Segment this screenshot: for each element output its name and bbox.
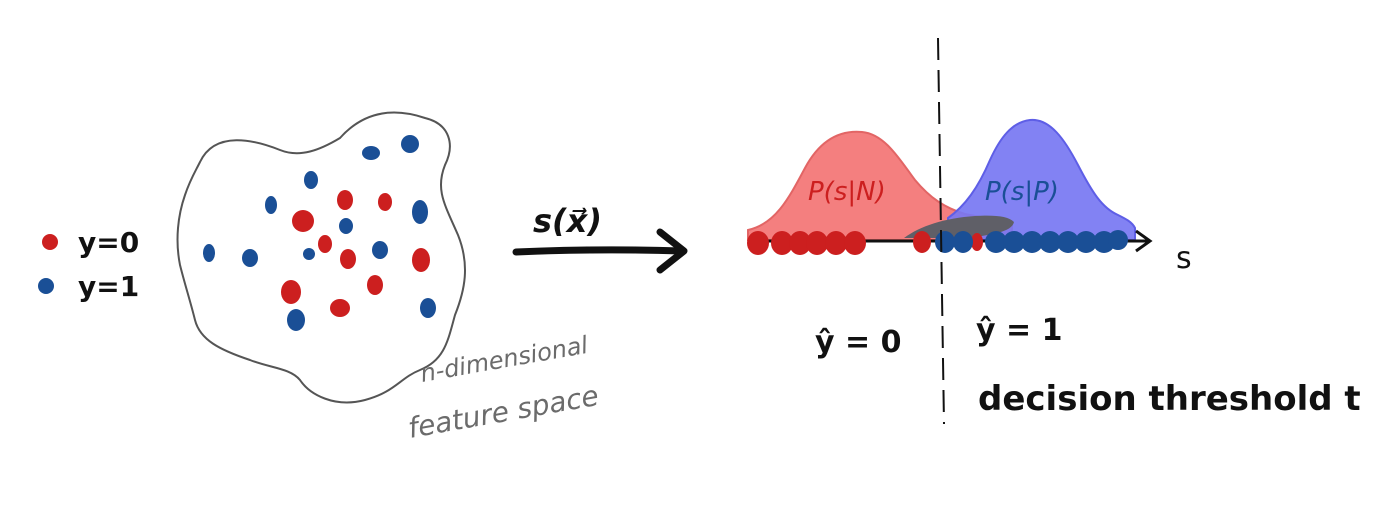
scored-points-blue <box>935 230 1128 253</box>
prediction-one-label: ŷ = 1 <box>976 313 1062 348</box>
score-axis-arrowhead <box>1135 229 1153 253</box>
feature-points-red <box>281 190 430 317</box>
threshold-line <box>937 37 945 425</box>
data-point-y1 <box>339 218 353 234</box>
data-point-y1 <box>265 196 277 214</box>
mapping-arrow-head <box>656 228 688 274</box>
decision-threshold: ŷ = 0 ŷ = 1 decision threshold t <box>815 37 1361 425</box>
distribution-overlap <box>904 215 1014 238</box>
data-point-y0 <box>367 275 383 295</box>
data-point-y1 <box>303 248 315 260</box>
scored-point-y1 <box>935 231 955 253</box>
scored-point-y1 <box>985 231 1007 253</box>
legend-dot-class-0 <box>42 234 58 250</box>
score-distributions: P(s|N) P(s|P) <box>747 118 1136 241</box>
data-point-y1 <box>287 309 305 331</box>
data-point-y0 <box>412 248 430 272</box>
data-point-y0 <box>340 249 356 269</box>
feature-points-blue <box>203 135 436 331</box>
legend-dot-class-1 <box>38 278 54 294</box>
data-point-y1 <box>372 241 388 259</box>
legend: y=0 y=1 <box>38 226 139 303</box>
data-point-y1 <box>420 298 436 318</box>
scored-point-y0 <box>789 231 811 255</box>
feature-space-caption-line2: feature space <box>405 379 601 445</box>
feature-space: n-dimensional feature space <box>176 111 601 445</box>
legend-label-class-0: y=0 <box>78 226 139 259</box>
scored-point-y1 <box>1108 230 1128 250</box>
positive-distribution-label: P(s|P) <box>985 177 1059 207</box>
legend-label-class-1: y=1 <box>78 270 139 303</box>
data-point-y1 <box>304 171 318 189</box>
mapping-function-label: s(x⃗) <box>533 202 602 240</box>
data-point-y1 <box>203 244 215 262</box>
data-point-y0 <box>378 193 392 211</box>
scored-point-y1 <box>1021 231 1043 253</box>
scored-point-y0 <box>913 231 931 253</box>
scored-point-y1 <box>953 231 973 253</box>
data-point-y0 <box>318 235 332 253</box>
data-point-y1 <box>242 249 258 267</box>
scored-point-y1 <box>1003 231 1025 253</box>
data-point-y1 <box>412 200 428 224</box>
scored-points-red <box>747 231 983 255</box>
scored-point-y1 <box>1039 231 1061 253</box>
data-point-y0 <box>330 299 350 317</box>
data-point-y0 <box>281 280 301 304</box>
prediction-zero-label: ŷ = 0 <box>815 325 901 360</box>
feature-space-outline <box>176 111 467 404</box>
scored-point-y0 <box>806 231 828 255</box>
scored-point-y1 <box>1057 231 1079 253</box>
mapping-arrow: s(x⃗) <box>512 202 688 274</box>
scored-point-y0 <box>825 231 847 255</box>
scored-point-y0 <box>747 231 769 255</box>
positive-distribution-curve <box>947 118 1136 241</box>
data-point-y0 <box>292 210 314 232</box>
data-point-y0 <box>337 190 353 210</box>
feature-space-caption-line1: n-dimensional <box>418 331 590 388</box>
negative-distribution-label: P(s|N) <box>808 177 886 207</box>
data-point-y1 <box>401 135 419 153</box>
scored-point-y1 <box>1075 231 1097 253</box>
score-axis: s <box>747 229 1192 276</box>
data-point-y1 <box>362 146 380 160</box>
mapping-arrow-shaft <box>512 246 686 256</box>
score-axis-label: s <box>1176 241 1192 276</box>
threshold-caption: decision threshold t <box>978 379 1361 419</box>
scored-point-y0 <box>844 231 866 255</box>
scored-point-y0 <box>771 231 793 255</box>
scored-point-y0 <box>971 233 983 251</box>
